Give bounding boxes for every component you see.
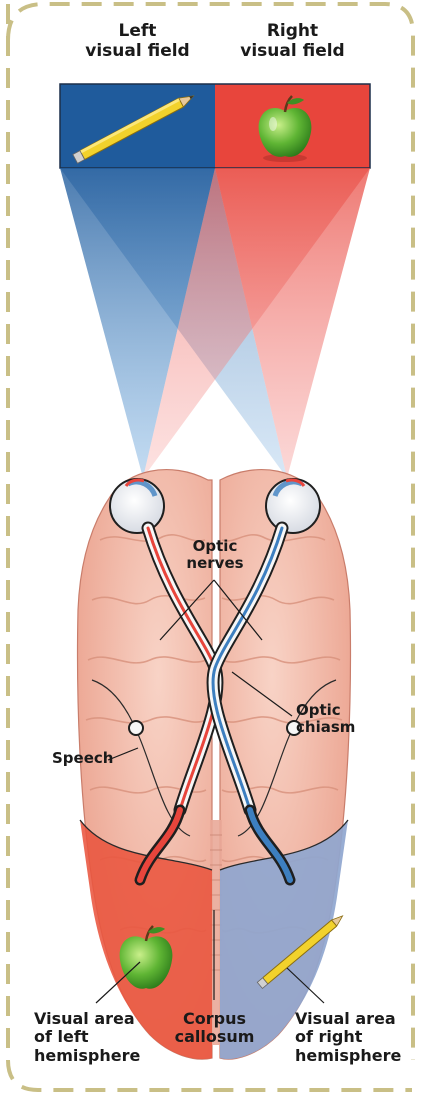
visual-area-right-label: Visual area of right hemisphere bbox=[295, 1010, 415, 1065]
left-eye-icon bbox=[110, 479, 164, 533]
corpus-callosum-label: Corpus callosum bbox=[167, 1010, 262, 1047]
right-visual-field-label: Right visual field bbox=[215, 22, 370, 61]
optic-nerves-label: Optic nerves bbox=[170, 538, 260, 573]
speech-label: Speech bbox=[52, 750, 132, 767]
right-eye-icon bbox=[266, 479, 320, 533]
left-visual-field-label: Left visual field bbox=[60, 22, 215, 61]
visual-field-beams bbox=[60, 168, 370, 478]
optic-chiasm-label: Optic chiasm bbox=[296, 702, 386, 737]
visual-area-left-label: Visual area of left hemisphere bbox=[34, 1010, 164, 1065]
